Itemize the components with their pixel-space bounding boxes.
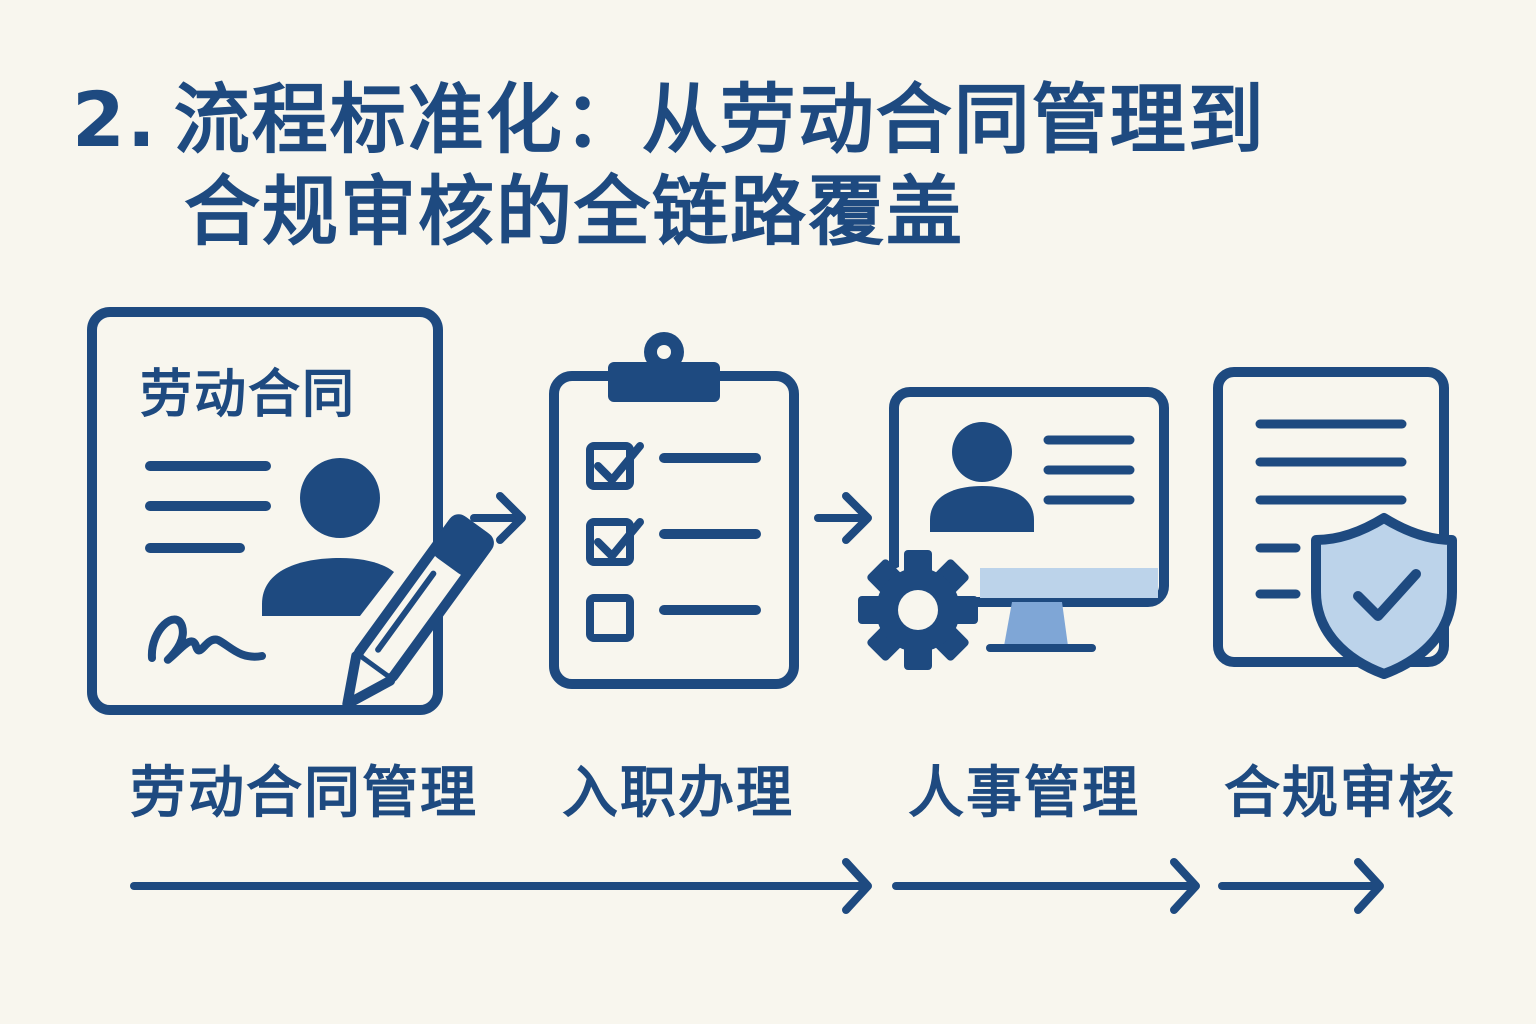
arrow-right-icon: [470, 492, 526, 544]
title-line-2: 合规审核的全链路覆盖: [184, 167, 964, 256]
checkbox-checked: [586, 518, 634, 566]
monitor-profile-gear-icon: [858, 387, 1169, 670]
timeline-arrow: [892, 858, 1200, 914]
step-label-onboarding: 入职办理: [562, 761, 794, 826]
check-icon: [594, 518, 644, 560]
shield-check-icon: [1353, 569, 1421, 621]
timeline-arrow: [130, 858, 872, 914]
step-label-contract-management: 劳动合同管理: [130, 761, 478, 826]
contract-document-heading: 劳动合同: [140, 365, 357, 425]
gear-icon: [858, 550, 978, 670]
step-label-compliance-review: 合规审核: [1224, 761, 1456, 826]
monitor-bezel-highlight: [980, 568, 1158, 598]
step-label-hr-management: 人事管理: [908, 761, 1140, 826]
signature-scribble: [147, 615, 266, 664]
checkbox-checked: [586, 442, 634, 490]
title-line-1: 流程标准化：从劳动合同管理到: [173, 75, 1266, 164]
pen-icon: [342, 514, 494, 709]
clipboard-clip: [608, 362, 720, 402]
title-number: 2.: [72, 75, 158, 164]
page-title: 2.流程标准化：从劳动合同管理到 合规审核的全链路覆盖: [72, 74, 1266, 258]
contract-signing-icon: [87, 307, 494, 715]
timeline-arrow: [1218, 858, 1384, 914]
clipboard-checklist-icon: [549, 332, 799, 689]
checkbox-empty: [586, 594, 634, 642]
contract-document-frame: [87, 307, 443, 715]
profile-head: [952, 422, 1012, 482]
arrow-right-icon: [814, 492, 872, 544]
document-shield-check-icon: [1213, 367, 1457, 679]
person-head: [300, 458, 380, 538]
profile-body: [930, 486, 1034, 532]
audit-document-frame: [1213, 367, 1449, 667]
shield-icon: [1311, 513, 1457, 679]
person-body: [262, 558, 394, 616]
monitor-stand: [1004, 602, 1068, 646]
check-icon: [594, 442, 644, 484]
